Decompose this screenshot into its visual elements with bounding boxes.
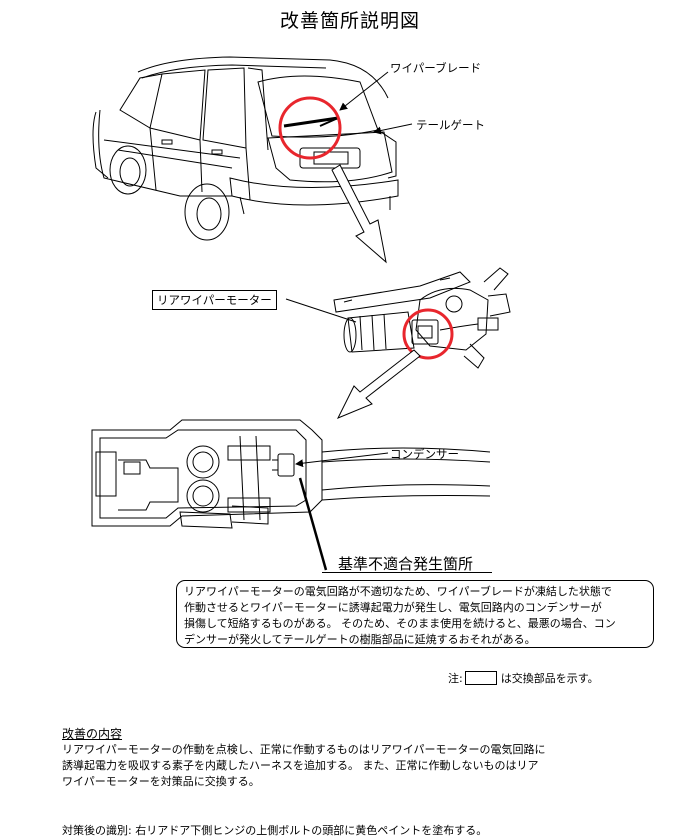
improvement-body: リアワイパーモーターの作動を点検し、正常に作動するものはリアワイパーモーターの電…: [62, 742, 632, 790]
improvement-line: 誘導起電力を吸収する素子を内蔵したハーネスを追加する。 また、正常に作動しないも…: [62, 759, 539, 772]
label-rear-wiper-motor: リアワイパーモーター: [152, 290, 277, 310]
nonconformity-heading: 基準不適合発生箇所: [338, 555, 474, 573]
vehicle-illustration: [92, 56, 399, 241]
leader-line: [285, 298, 357, 323]
zoom-arrow: [331, 164, 387, 264]
wiper-motor-illustration: [333, 267, 511, 369]
leader-line: [298, 477, 328, 571]
description-line: 損傷して短絡するものがある。 そのため、そのまま使用を続けると、最悪の場合、コン: [184, 617, 616, 630]
description-line: 作動させるとワイパーモーターに誘導起電力が発生し、電気回路内のコンデンサーが: [184, 601, 602, 614]
heading-underline: [322, 572, 492, 573]
label-tailgate: テールゲート: [416, 118, 485, 132]
improvement-heading: 改善の内容: [62, 727, 123, 741]
improvement-line: リアワイパーモーターの作動を点検し、正常に作動するものはリアワイパーモーターの電…: [62, 743, 546, 756]
leader-line: [295, 452, 389, 468]
nonconformity-description: リアワイパーモーターの電気回路が不適切なため、ワイパーブレードが凍結した状態で …: [176, 580, 654, 648]
description-line: デンサーが発火してテールゲートの樹脂部品に延焼するおそれがある。: [184, 633, 536, 646]
connector-detail: [91, 419, 491, 529]
zoom-arrow: [336, 349, 421, 419]
label-wiper-blade: ワイパーブレード: [390, 61, 482, 75]
improvement-line: ワイパーモーターを対策品に交換する。: [62, 775, 260, 788]
label-condenser: コンデンサー: [390, 447, 459, 461]
legend-note: 注: は交換部品を示す。: [448, 670, 599, 686]
identification-text: 対策後の識別: 右リアドア下側ヒンジの上側ボルトの頭部に黄色ペイントを塗布する。: [62, 824, 488, 837]
note-prefix: 注:: [448, 672, 463, 685]
leader-line: [339, 71, 389, 111]
note-text: は交換部品を示す。: [500, 672, 599, 685]
page-title: 改善箇所説明図: [279, 10, 420, 32]
highlight-circle: [278, 96, 342, 160]
replacement-part-swatch: [464, 671, 497, 685]
highlight-circle: [402, 308, 454, 360]
leader-line: [373, 123, 413, 135]
description-line: リアワイパーモーターの電気回路が不適切なため、ワイパーブレードが凍結した状態で: [184, 585, 612, 598]
